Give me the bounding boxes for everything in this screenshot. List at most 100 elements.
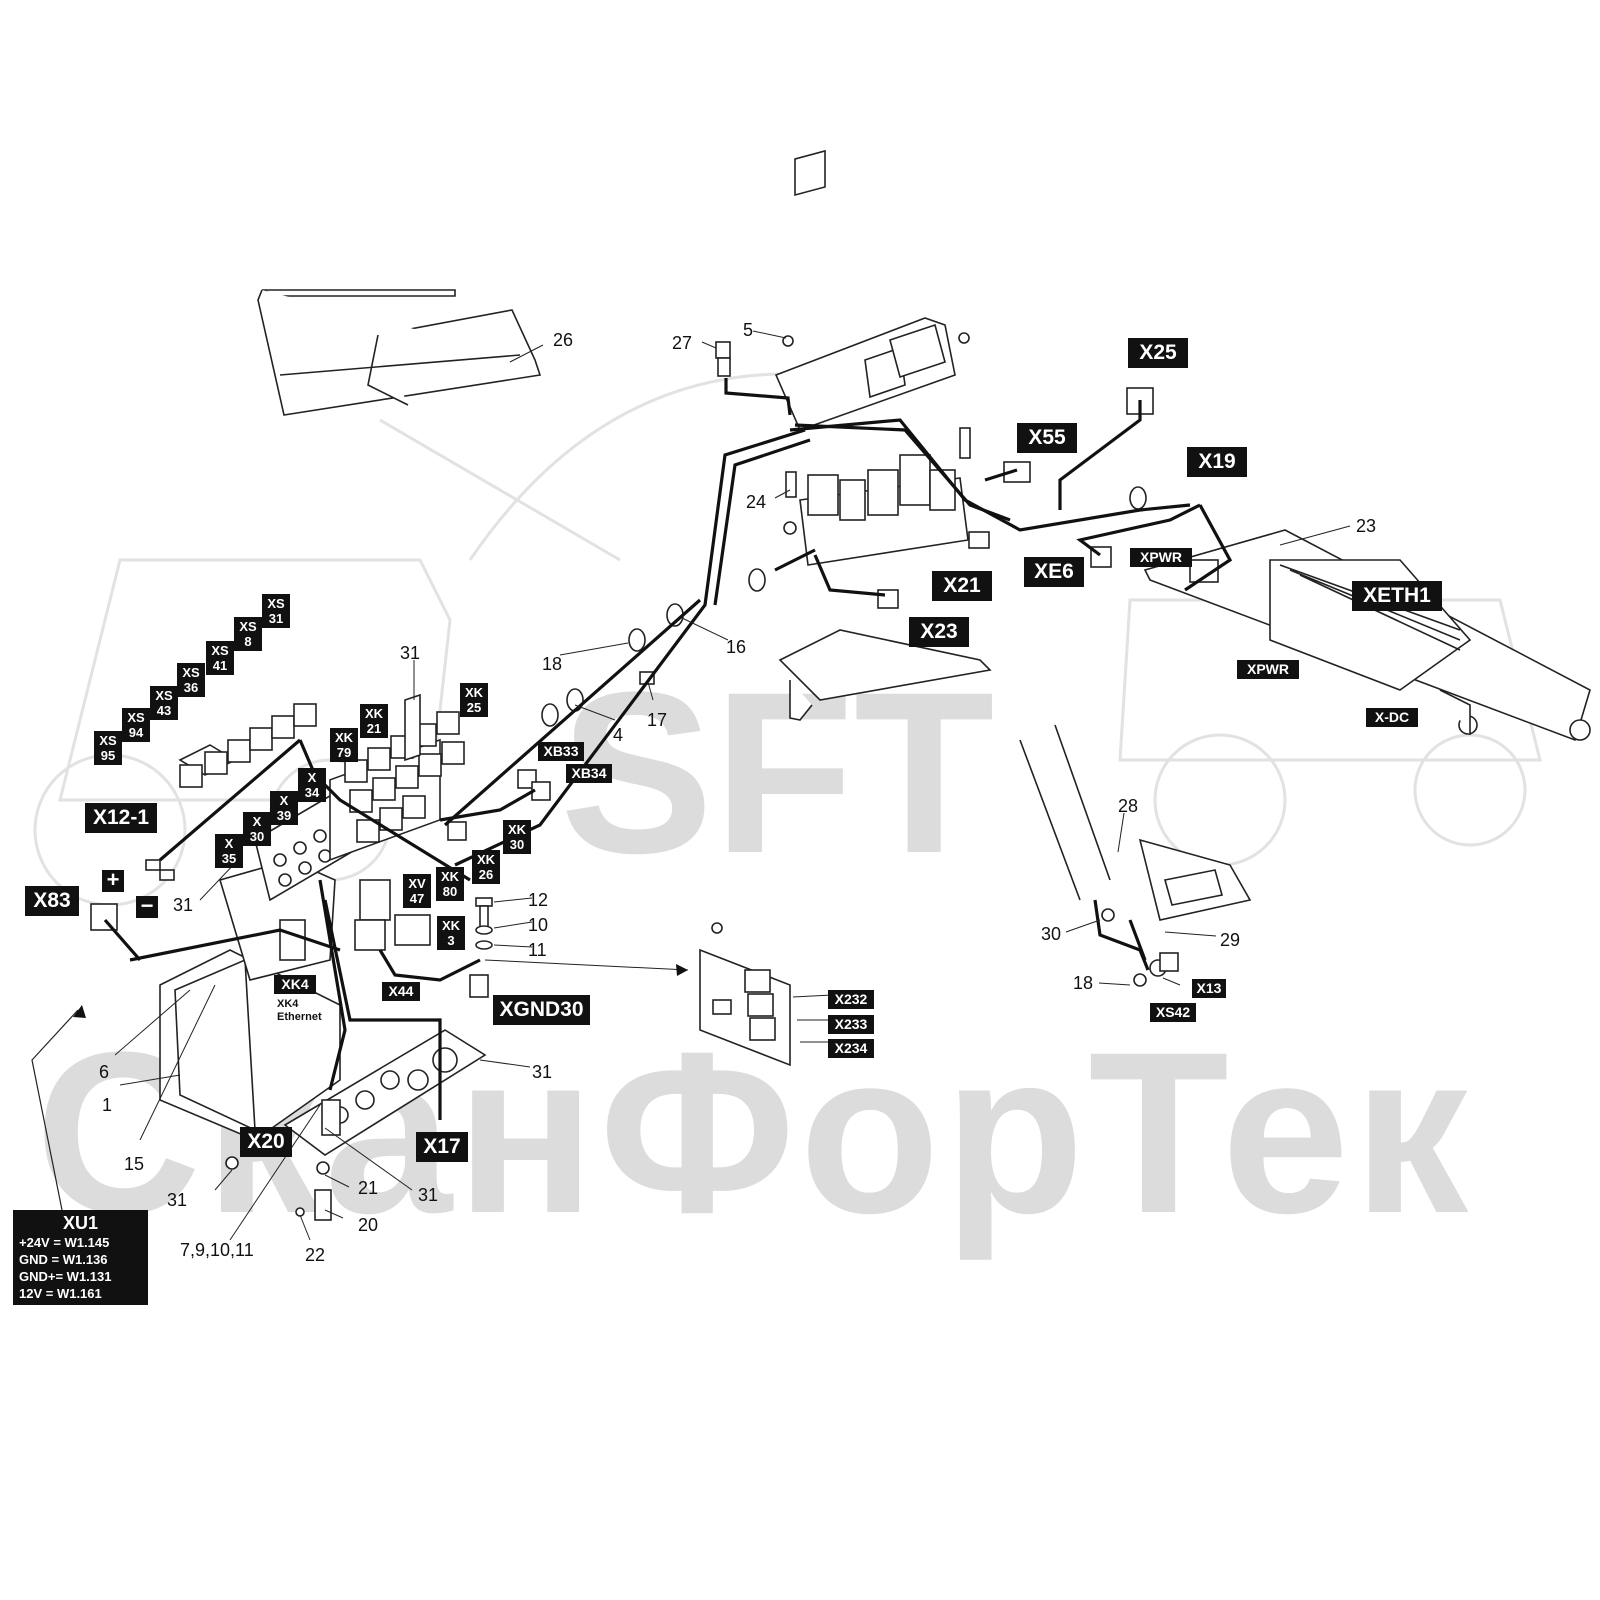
xu1-row: GND+= W1.131 xyxy=(19,1269,112,1284)
watermark-logo: SFT xyxy=(560,644,995,901)
connector-boxes xyxy=(90,387,1179,972)
tag-xs42: XS42 xyxy=(1150,1003,1196,1022)
tag-x13: X13 xyxy=(1192,979,1226,998)
callout-20: 20 xyxy=(358,1215,379,1235)
callout-31-bottom: 31 xyxy=(418,1185,439,1205)
leader-lines xyxy=(114,330,1351,1241)
tag-x23: X23 xyxy=(909,617,969,647)
xk4-note-line-2: Ethernet xyxy=(277,1011,322,1023)
tag-xk26-a: XK xyxy=(476,852,496,867)
tag-xs95-b: 95 xyxy=(100,748,116,763)
tag-xk3-b: 3 xyxy=(447,933,455,948)
tag-xs43-a: XS xyxy=(155,688,173,703)
tag-xs95-a: XS xyxy=(99,733,117,748)
tag-x44: X44 xyxy=(382,982,420,1001)
callout-31-base: 31 xyxy=(167,1190,188,1210)
callout-11: 11 xyxy=(528,940,547,960)
relay-xv47 xyxy=(354,879,431,951)
xu1-row: +24V = W1.145 xyxy=(19,1235,110,1250)
tag-xk25-b: 25 xyxy=(466,700,482,715)
tag-xb34: XB34 xyxy=(566,764,612,783)
tag-xpwr-bottom: XPWR xyxy=(1237,660,1299,679)
callout-12: 12 xyxy=(528,890,549,910)
tag-xk79-a: XK xyxy=(334,730,354,745)
relay-cluster-xk xyxy=(344,693,465,843)
tag-xk80-a: XK xyxy=(440,869,460,884)
tag-xs36-a: XS xyxy=(182,665,200,680)
callout-28: 28 xyxy=(1118,796,1139,816)
tag-xs8-b: 8 xyxy=(244,634,252,649)
tag-x55: X55 xyxy=(1017,423,1077,453)
tag-x83: X83 xyxy=(25,886,79,916)
xk4-ethernet-note: XK4 Ethernet xyxy=(277,998,322,1024)
plus-sign-icon: + xyxy=(102,869,124,892)
callout-23: 23 xyxy=(1356,516,1377,536)
minus-sign-icon: − xyxy=(136,895,158,918)
terminal-block-x232 xyxy=(699,922,791,1067)
callout-22: 22 xyxy=(305,1245,326,1265)
tag-x30-a: X xyxy=(252,814,262,829)
callout-6: 6 xyxy=(99,1062,110,1082)
cover-panel-26 xyxy=(257,289,542,416)
tag-xk25-a: XK xyxy=(464,685,484,700)
tag-x19: X19 xyxy=(1187,447,1247,477)
tag-x39-b: 39 xyxy=(276,808,292,823)
tag-xv47-b: 47 xyxy=(409,891,425,906)
tag-xv47-a: XV xyxy=(408,876,426,891)
callout-30: 30 xyxy=(1041,924,1062,944)
callout-10: 10 xyxy=(528,915,549,935)
tag-xgnd30: XGND30 xyxy=(493,995,590,1025)
tag-xpwr-top: XPWR xyxy=(1130,548,1192,567)
callout-15: 15 xyxy=(124,1154,145,1174)
xk4-note-line-1: XK4 xyxy=(277,998,299,1010)
xu1-legend: XU1 +24V = W1.145 GND = W1.136 GND+= W1.… xyxy=(13,1210,148,1305)
tag-xk30-a: XK xyxy=(507,822,527,837)
hardware-stack-10-12 xyxy=(469,897,493,998)
callout-4: 4 xyxy=(613,725,624,745)
callout-16: 16 xyxy=(726,637,747,657)
tag-x35-a: X xyxy=(224,836,234,851)
bracket-x23 xyxy=(778,629,992,721)
right-side-bracket xyxy=(1019,724,1252,987)
xu1-row: GND = W1.136 xyxy=(19,1252,108,1267)
tag-x20: X20 xyxy=(240,1127,292,1157)
tag-x17: X17 xyxy=(416,1132,468,1162)
tag-xeth1: XETH1 xyxy=(1352,581,1442,611)
callout-21: 21 xyxy=(358,1178,379,1198)
callout-31-left: 31 xyxy=(173,895,194,915)
relay-block xyxy=(783,454,969,566)
tag-x25: X25 xyxy=(1128,338,1188,368)
tag-xk79-b: 79 xyxy=(336,745,352,760)
callout-29: 29 xyxy=(1220,930,1241,950)
callout-31-plate: 31 xyxy=(532,1062,553,1082)
tag-xs41-b: 41 xyxy=(212,658,228,673)
tag-xs94-a: XS xyxy=(127,710,145,725)
tag-xb33: XB33 xyxy=(538,742,584,761)
callout-26: 26 xyxy=(553,330,574,350)
tag-xe6: XE6 xyxy=(1024,557,1084,587)
tag-xk21-b: 21 xyxy=(366,721,382,736)
tag-xs31-a: XS xyxy=(267,596,285,611)
xu1-arrow-line xyxy=(31,1009,79,1211)
tag-x233: X233 xyxy=(828,1015,874,1034)
tag-xk21-a: XK xyxy=(364,706,384,721)
tag-xs36-b: 36 xyxy=(183,680,199,695)
tag-xk30-b: 30 xyxy=(509,837,525,852)
top-switch-plate xyxy=(715,149,971,498)
callout-31-top: 31 xyxy=(400,643,421,663)
tag-xs8-a: XS xyxy=(239,619,257,634)
tag-x39-a: X xyxy=(279,793,289,808)
